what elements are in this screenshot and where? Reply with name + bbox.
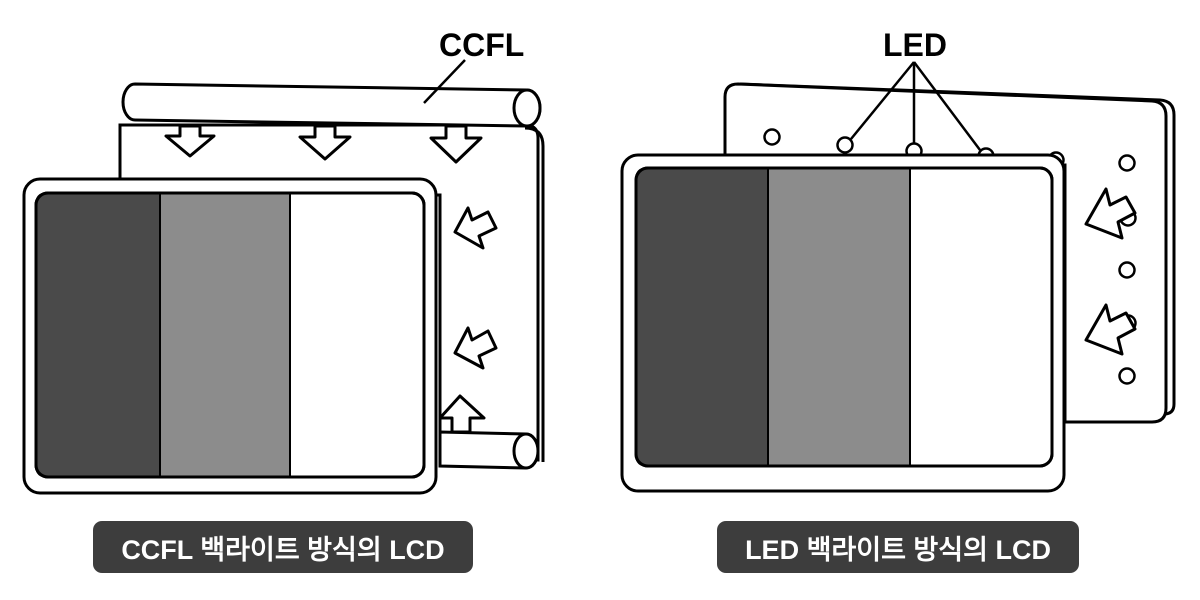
- light-arrow-diagonal-icon: [1084, 303, 1137, 356]
- light-arrow-down-icon: [429, 124, 483, 164]
- led-dot: [1118, 261, 1136, 279]
- light-arrow-diagonal-icon: [453, 326, 498, 370]
- screen-stripe-dark: [635, 167, 769, 467]
- ccfl-caption-label: CCFL 백라이트 방식의 LCD: [93, 521, 473, 573]
- led-dot: [763, 128, 781, 146]
- ccfl-lcd-illustration: CCFL: [22, 27, 545, 495]
- light-arrow-down-icon: [164, 124, 216, 158]
- screen-stripe-mid: [767, 167, 911, 467]
- screen-stripe-dark: [35, 192, 161, 478]
- ccfl-lcd-screen: [22, 177, 438, 495]
- light-arrow-diagonal-icon: [1084, 187, 1137, 240]
- led-lcd-screen: [620, 153, 1066, 493]
- led-dot: [836, 136, 854, 154]
- light-arrow-down-icon: [298, 124, 352, 161]
- led-backlight-panel: [723, 82, 1176, 424]
- led-callout-label: LED: [883, 27, 947, 63]
- led-lcd-illustration: LED: [620, 27, 1176, 493]
- ccfl-callout-line: [423, 59, 466, 104]
- light-arrow-diagonal-icon: [453, 206, 498, 250]
- led-caption-label: LED 백라이트 방식의 LCD: [717, 521, 1079, 573]
- led-dot: [1118, 154, 1136, 172]
- screen-stripe-mid: [159, 192, 291, 478]
- ccfl-tube-top: [121, 82, 542, 128]
- light-arrow-up-icon: [438, 394, 486, 434]
- led-callout-lines: [850, 61, 981, 151]
- ccfl-callout-label: CCFL: [439, 27, 524, 63]
- led-dot: [1118, 367, 1136, 385]
- ccfl-tube-bottom: [438, 430, 540, 470]
